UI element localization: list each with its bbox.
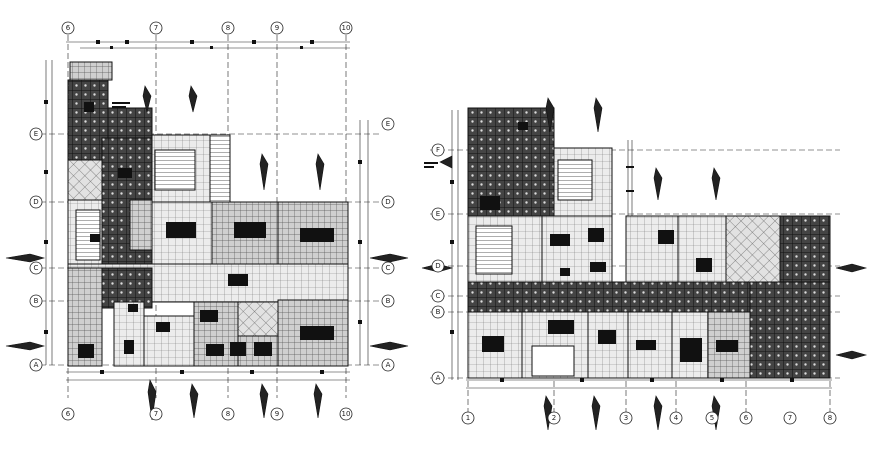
svg-text:D: D: [385, 198, 390, 206]
svg-text:C: C: [436, 292, 441, 300]
svg-text:9: 9: [275, 24, 279, 32]
grid-bubble: E: [29, 127, 43, 141]
right-floor-plan: F E D C B A 1 2 3 4 5 6 7 8: [421, 97, 868, 431]
grid-bubble: C: [29, 261, 43, 275]
grid-bubble: 8: [221, 21, 235, 35]
right-plan-building: [467, 107, 831, 379]
svg-text:7: 7: [788, 414, 792, 422]
svg-text:6: 6: [744, 414, 749, 422]
svg-text:D: D: [33, 198, 38, 206]
grid-bubble: C: [431, 289, 445, 303]
svg-text:C: C: [386, 264, 391, 272]
left-plan-right-grid-bubbles: E D C B A: [381, 117, 395, 372]
left-plan-furniture-blocks: [78, 102, 334, 358]
left-plan-legend-marks: [112, 102, 130, 108]
svg-text:B: B: [436, 308, 441, 316]
grid-bubble: 7: [149, 407, 163, 421]
grid-bubble: 4: [669, 411, 683, 425]
svg-text:3: 3: [624, 414, 628, 422]
svg-text:4: 4: [674, 414, 679, 422]
svg-text:B: B: [34, 297, 39, 305]
grid-bubble: F: [431, 143, 445, 157]
svg-text:8: 8: [226, 24, 230, 32]
grid-bubble: 10: [339, 21, 353, 35]
svg-text:F: F: [436, 146, 440, 154]
grid-bubble: C: [381, 261, 395, 275]
grid-bubble: D: [431, 259, 445, 273]
grid-bubble: 7: [783, 411, 797, 425]
grid-bubble: 3: [619, 411, 633, 425]
svg-text:2: 2: [552, 414, 556, 422]
svg-text:E: E: [34, 130, 38, 138]
left-plan-bottom-grid-bubbles: 6 7 8 9 10: [61, 407, 353, 421]
svg-text:6: 6: [66, 410, 71, 418]
svg-text:8: 8: [226, 410, 230, 418]
grid-bubble: B: [29, 294, 43, 308]
svg-text:E: E: [436, 210, 440, 218]
right-plan-bottom-grid-bubbles: 1 2 3 4 5 6 7 8: [461, 411, 837, 425]
left-plan-top-grid-bubbles: 6 7 8 9 10: [61, 21, 353, 35]
svg-text:A: A: [386, 361, 391, 369]
svg-text:E: E: [386, 120, 390, 128]
right-plan-furniture-blocks: [480, 122, 738, 362]
grid-bubble: E: [381, 117, 395, 131]
grid-bubble: E: [431, 207, 445, 221]
grid-bubble: 6: [739, 411, 753, 425]
svg-text:9: 9: [275, 410, 279, 418]
grid-bubble: 6: [61, 21, 75, 35]
grid-bubble: 6: [61, 407, 75, 421]
left-plan-section-markers: [5, 85, 409, 421]
right-plan-section-markers: [421, 97, 868, 431]
grid-bubble: D: [381, 195, 395, 209]
svg-text:7: 7: [154, 410, 158, 418]
grid-bubble: 9: [270, 407, 284, 421]
svg-text:10: 10: [342, 24, 351, 32]
grid-bubble: A: [381, 358, 395, 372]
svg-text:1: 1: [466, 414, 470, 422]
svg-text:5: 5: [710, 414, 714, 422]
grid-bubble: 7: [149, 21, 163, 35]
svg-text:D: D: [435, 262, 440, 270]
grid-bubble: 9: [270, 21, 284, 35]
grid-bubble: 1: [461, 411, 475, 425]
grid-bubble: 2: [547, 411, 561, 425]
svg-text:B: B: [386, 297, 391, 305]
grid-bubble: D: [29, 195, 43, 209]
grid-bubble: A: [29, 358, 43, 372]
left-floor-plan: 6 7 8 9 10 6 7 8 9 10 E D C B A E D C B …: [5, 21, 409, 421]
svg-text:7: 7: [154, 24, 158, 32]
left-plan-building: [67, 61, 349, 367]
grid-bubble: 10: [339, 407, 353, 421]
left-plan-left-grid-bubbles: E D C B A: [29, 127, 43, 372]
svg-text:C: C: [34, 264, 39, 272]
right-plan-dimension-ticks: [450, 166, 794, 382]
grid-bubble: 5: [705, 411, 719, 425]
svg-text:6: 6: [66, 24, 71, 32]
grid-bubble: B: [431, 305, 445, 319]
grid-bubble: 8: [221, 407, 235, 421]
svg-text:10: 10: [342, 410, 351, 418]
svg-text:A: A: [436, 374, 441, 382]
left-plan-dimension-ticks: [44, 40, 362, 374]
grid-bubble: A: [431, 371, 445, 385]
right-plan-left-grid-bubbles: F E D C B A: [431, 143, 445, 385]
grid-bubble: 8: [823, 411, 837, 425]
right-plan-legend-marks: [424, 162, 438, 168]
grid-bubble: B: [381, 294, 395, 308]
svg-text:A: A: [34, 361, 39, 369]
svg-text:8: 8: [828, 414, 832, 422]
